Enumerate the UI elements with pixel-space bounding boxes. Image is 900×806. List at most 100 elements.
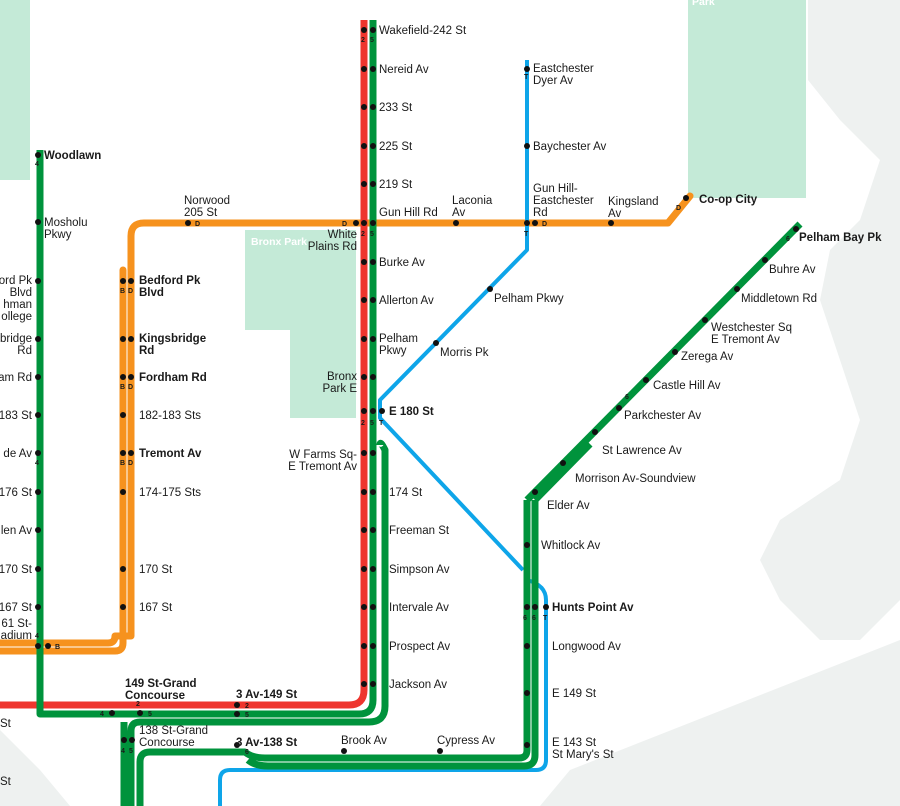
station-label[interactable]: 149 St-Grand: [125, 678, 197, 690]
blue-line[interactable]: [218, 60, 548, 806]
station-label[interactable]: 233 St: [379, 102, 413, 114]
station-label[interactable]: Fordham Rd: [139, 372, 207, 384]
station-label[interactable]: Eastchester: [533, 63, 594, 75]
station-label[interactable]: Blvd: [139, 287, 164, 299]
station-label[interactable]: adium: [1, 630, 32, 642]
station-label[interactable]: Buhre Av: [769, 264, 816, 276]
station-label[interactable]: Rd: [17, 345, 32, 357]
station-label[interactable]: Morris Pk: [440, 347, 489, 359]
station-label[interactable]: Co-op City: [699, 194, 758, 206]
station-label[interactable]: Nereid Av: [379, 64, 429, 76]
station-label[interactable]: 170 St: [0, 564, 33, 576]
station-label[interactable]: Eastchester: [533, 195, 594, 207]
station-label[interactable]: Allerton Av: [379, 295, 434, 307]
station-label[interactable]: Pelham Pkwy: [494, 293, 564, 305]
station-label[interactable]: bridge: [0, 333, 32, 345]
station-label[interactable]: Cypress Av: [437, 735, 495, 747]
station-label[interactable]: Pelham: [379, 333, 418, 345]
station-label[interactable]: Blvd: [10, 287, 32, 299]
station-label[interactable]: hman: [3, 299, 32, 311]
station-label[interactable]: St Mary's St: [552, 749, 614, 761]
station-label[interactable]: Plains Rd: [308, 241, 357, 253]
station-label[interactable]: ord Pk: [0, 275, 32, 287]
station-label[interactable]: 167 St: [139, 602, 173, 614]
station-label[interactable]: 225 St: [379, 141, 413, 153]
station-label[interactable]: 182-183 Sts: [139, 410, 201, 422]
station-label[interactable]: Laconia: [452, 195, 493, 207]
station-label[interactable]: Hunts Point Av: [552, 602, 634, 614]
station-label[interactable]: 170 St: [139, 564, 173, 576]
station-label[interactable]: Freeman St: [389, 525, 450, 537]
station-label[interactable]: Prospect Av: [389, 641, 450, 653]
station-label[interactable]: Mosholu: [44, 217, 87, 229]
station-label[interactable]: Kingsland: [608, 196, 659, 208]
station-label[interactable]: Middletown Rd: [741, 293, 817, 305]
svg-text:5: 5: [245, 712, 249, 719]
station-label[interactable]: 3 Av-149 St: [236, 689, 297, 701]
station-label[interactable]: de Av: [3, 448, 32, 460]
station-label[interactable]: Dyer Av: [533, 75, 573, 87]
station-label[interactable]: Castle Hill Av: [653, 380, 721, 392]
station-label[interactable]: Tremont Av: [139, 448, 202, 460]
station-label[interactable]: Gun Hill Rd: [379, 207, 438, 219]
station-label[interactable]: Pkwy: [44, 229, 72, 241]
station-label[interactable]: 138 St-Grand: [139, 725, 208, 737]
station-label[interactable]: St: [0, 776, 12, 788]
station-label[interactable]: am Rd: [0, 372, 32, 384]
station-label[interactable]: Bronx: [327, 371, 357, 383]
station-label[interactable]: Elder Av: [547, 500, 590, 512]
station-label[interactable]: ollege: [1, 311, 32, 323]
station-label[interactable]: Parkchester Av: [624, 410, 701, 422]
station-label[interactable]: 219 St: [379, 179, 413, 191]
station-label[interactable]: len Av: [1, 525, 32, 537]
station-label[interactable]: 167 St: [0, 602, 33, 614]
station-label[interactable]: Whitlock Av: [541, 540, 600, 552]
station-label[interactable]: Concourse: [125, 690, 185, 702]
station-label[interactable]: 3 Av-138 St: [236, 737, 297, 749]
station-label[interactable]: W Farms Sq-: [289, 449, 357, 461]
station-label[interactable]: Simpson Av: [389, 564, 450, 576]
station-label[interactable]: Intervale Av: [389, 602, 449, 614]
station-label[interactable]: Concourse: [139, 737, 195, 749]
station-label[interactable]: E 180 St: [389, 406, 434, 418]
station-label[interactable]: 176 St: [0, 487, 33, 499]
station-label[interactable]: Brook Av: [341, 735, 387, 747]
station-label[interactable]: E 149 St: [552, 688, 597, 700]
station-label[interactable]: Westchester Sq: [711, 322, 792, 334]
station-label[interactable]: 174 St: [389, 487, 423, 499]
station-label[interactable]: White: [328, 229, 357, 241]
station-label[interactable]: Jackson Av: [389, 679, 447, 691]
station-label[interactable]: 61 St-: [1, 618, 32, 630]
station-label[interactable]: 183 St: [0, 410, 33, 422]
station-label[interactable]: Woodlawn: [44, 150, 101, 162]
station-label[interactable]: Burke Av: [379, 257, 425, 269]
station-label[interactable]: Av: [608, 208, 621, 220]
svg-text:4: 4: [35, 161, 39, 168]
station-label[interactable]: E Tremont Av: [288, 461, 357, 473]
station-label[interactable]: Pkwy: [379, 345, 407, 357]
station-label[interactable]: Morrison Av-Soundview: [575, 473, 696, 485]
station-label[interactable]: E Tremont Av: [711, 334, 780, 346]
orange-line[interactable]: [0, 192, 694, 655]
station-label[interactable]: St Lawrence Av: [602, 445, 682, 457]
station-label[interactable]: Bedford Pk: [139, 275, 201, 287]
station-label[interactable]: 205 St: [184, 207, 218, 219]
station-label[interactable]: Av: [452, 207, 465, 219]
station-label[interactable]: Baychester Av: [533, 141, 607, 153]
station-label[interactable]: 174-175 Sts: [139, 487, 201, 499]
station-label[interactable]: Longwood Av: [552, 641, 621, 653]
station-label[interactable]: Pelham Bay Pk: [799, 232, 882, 244]
red-line[interactable]: [0, 20, 368, 709]
station-label[interactable]: Norwood: [184, 195, 230, 207]
station-label[interactable]: Gun Hill-: [533, 183, 578, 195]
green-line[interactable]: [36, 20, 803, 806]
station-label[interactable]: E 143 St: [552, 737, 597, 749]
station-label[interactable]: Kingsbridge: [139, 333, 206, 345]
station-label[interactable]: Park E: [322, 383, 357, 395]
station-label[interactable]: Zerega Av: [681, 351, 733, 363]
station-label[interactable]: Rd: [139, 345, 154, 357]
station-label[interactable]: St: [0, 718, 12, 730]
station-label[interactable]: Rd: [533, 207, 548, 219]
station-label[interactable]: Wakefield-242 St: [379, 25, 467, 37]
